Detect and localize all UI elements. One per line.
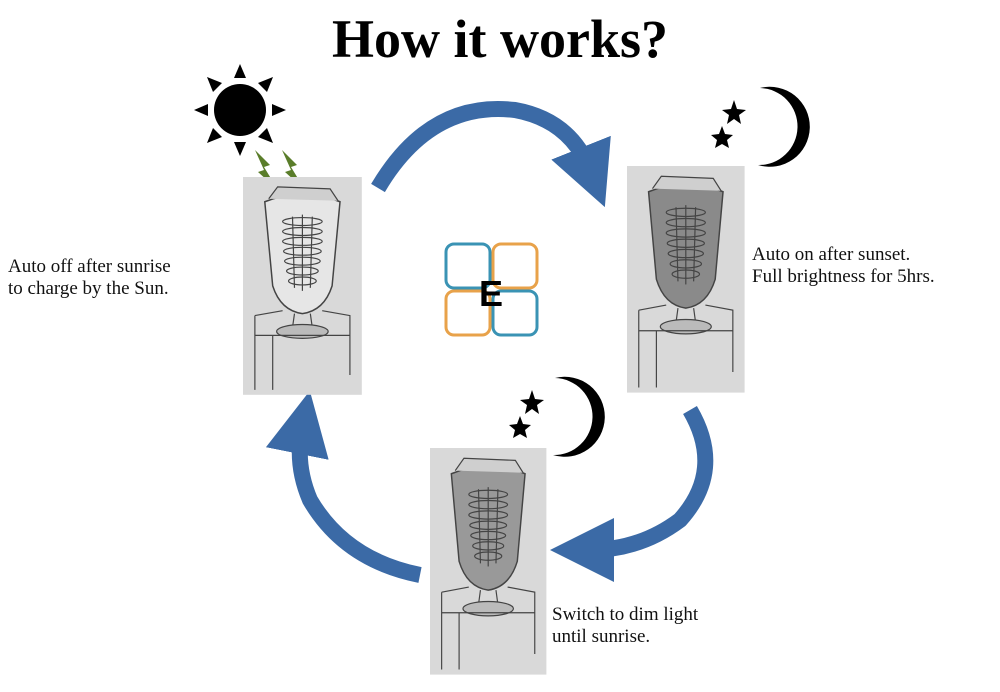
lamp-day-image	[242, 176, 363, 396]
step-caption-sunset: Auto on after sunset. Full brightness fo…	[752, 244, 935, 288]
caption-line: Switch to dim light	[552, 604, 699, 625]
caption-line: Auto on after sunset.	[752, 244, 911, 265]
arrow-day-to-night	[371, 101, 611, 208]
step-caption-sunrise: Auto off after sunrise to charge by the …	[8, 256, 171, 300]
moon-stars-icon	[509, 376, 605, 457]
caption-line: Full brightness for 5hrs.	[752, 266, 935, 287]
lamp-night-image	[626, 165, 746, 394]
logo-e-icon: E	[444, 242, 539, 337]
svg-text:E: E	[479, 273, 503, 314]
caption-line: to charge by the Sun.	[8, 278, 169, 299]
caption-line: until sunrise.	[552, 626, 651, 647]
caption-line: Auto off after sunrise	[8, 256, 171, 277]
arrow-dim-to-day	[265, 390, 422, 583]
lightning-bolt-icon	[255, 150, 305, 190]
step-caption-dim: Switch to dim light until sunrise.	[552, 604, 698, 648]
page-title: How it works?	[332, 9, 668, 69]
sun-icon	[194, 64, 286, 156]
moon-stars-icon	[711, 86, 810, 167]
arrow-night-to-dim	[550, 405, 714, 582]
lamp-dim-image	[429, 447, 548, 676]
